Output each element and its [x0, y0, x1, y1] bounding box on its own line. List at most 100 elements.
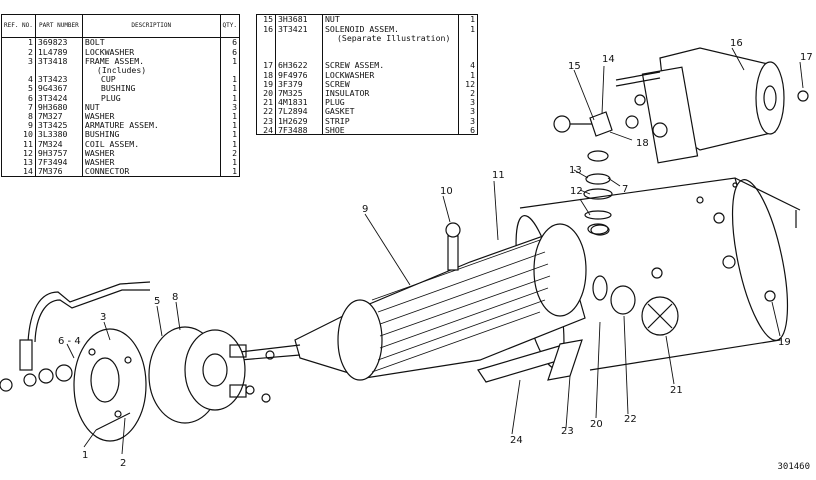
- parts-row: [256, 51, 478, 61]
- ref-number: 11: [1, 139, 36, 149]
- part-number: 7F3494: [35, 157, 83, 167]
- ref-number: 23: [256, 116, 276, 126]
- part-number: [275, 42, 323, 52]
- ref-number: 12: [1, 148, 36, 158]
- description: ARMATURE ASSEM.: [82, 120, 221, 130]
- description: (Separate Illustration): [322, 33, 459, 43]
- header-description: DESCRIPTION: [82, 14, 221, 38]
- part-number: 9H3757: [35, 148, 83, 158]
- quantity: 1: [232, 55, 237, 66]
- callout-number: 9: [362, 204, 368, 215]
- callout-number: 18: [636, 138, 649, 149]
- part-number: 1L4789: [35, 47, 83, 57]
- quantity: 6: [232, 37, 237, 48]
- part-number: 3H3681: [275, 14, 323, 25]
- ref-number: 7: [1, 102, 36, 112]
- description: BUSHING: [82, 83, 221, 94]
- part-number: 9H3680: [35, 102, 83, 112]
- callout-number: 16: [730, 38, 743, 49]
- parts-row: (Separate Illustration): [256, 33, 478, 43]
- part-number: 369823: [35, 37, 83, 48]
- ref-number: 24: [256, 125, 276, 135]
- part-number: 3T3423: [35, 74, 83, 84]
- quantity: 4: [470, 60, 475, 71]
- description: SCREW ASSEM.: [322, 60, 459, 71]
- end-frame-assembly: [73, 326, 275, 442]
- description: NUT: [82, 102, 221, 112]
- description: FRAME ASSEM.: [82, 56, 221, 66]
- part-number: 7M376: [35, 166, 83, 177]
- ref-number: [1, 65, 36, 75]
- callout-number: 21: [670, 385, 683, 396]
- ref-number: 19: [256, 79, 276, 89]
- solenoid-assembly: [615, 47, 785, 164]
- quantity: 1: [470, 14, 475, 25]
- callout-number: 10: [440, 186, 453, 197]
- ref-number: [256, 33, 276, 43]
- callout-number: 8: [172, 292, 178, 303]
- ref-number: 6: [1, 93, 36, 103]
- ref-number: 17: [256, 60, 276, 71]
- description: GASKET: [322, 106, 459, 117]
- quantity: 3: [232, 101, 237, 112]
- ref-number: 2: [1, 47, 36, 57]
- quantity: 12: [465, 78, 475, 89]
- leader-lines: [66, 47, 804, 455]
- quantity: 1: [232, 92, 237, 103]
- quantity: 2: [470, 87, 475, 98]
- part-number: 3T3424: [35, 93, 83, 103]
- part-number: 7L2894: [275, 106, 323, 117]
- ref-number: 15: [256, 14, 276, 25]
- part-number: 3T3421: [275, 24, 323, 34]
- quantity: 6: [470, 124, 475, 135]
- ref-number: 14: [1, 166, 36, 177]
- quantity: 3: [470, 115, 475, 126]
- quantity: 1: [232, 129, 237, 140]
- ref-number: [256, 51, 276, 61]
- ref-number: 4: [1, 74, 36, 84]
- quantity: 1: [232, 74, 237, 85]
- header-part-number: PART NUMBER: [35, 14, 83, 38]
- part-number: 9F4976: [275, 70, 323, 80]
- armature-assembly: [239, 222, 587, 381]
- ref-number: 18: [256, 70, 276, 80]
- quantity: 3: [470, 106, 475, 117]
- quantity: 3: [470, 97, 475, 108]
- part-number: 7M324: [35, 139, 83, 149]
- description: SCREW: [322, 79, 459, 89]
- callout-number: 13: [569, 165, 582, 176]
- part-number: 4M1831: [275, 97, 323, 107]
- part-number: 1H2629: [275, 116, 323, 126]
- parts-row: (Includes): [1, 65, 240, 75]
- description: STRIP: [322, 116, 459, 126]
- part-number: 3L3380: [35, 129, 83, 140]
- part-number: [35, 65, 83, 75]
- callout-number: 15: [568, 61, 581, 72]
- connector-cable: [0, 281, 151, 431]
- ref-number: 10: [1, 129, 36, 140]
- description: SOLENOID ASSEM.: [322, 24, 459, 34]
- part-number: 9G4367: [35, 83, 83, 94]
- callout-number: 17: [800, 52, 813, 63]
- part-number: [275, 33, 323, 43]
